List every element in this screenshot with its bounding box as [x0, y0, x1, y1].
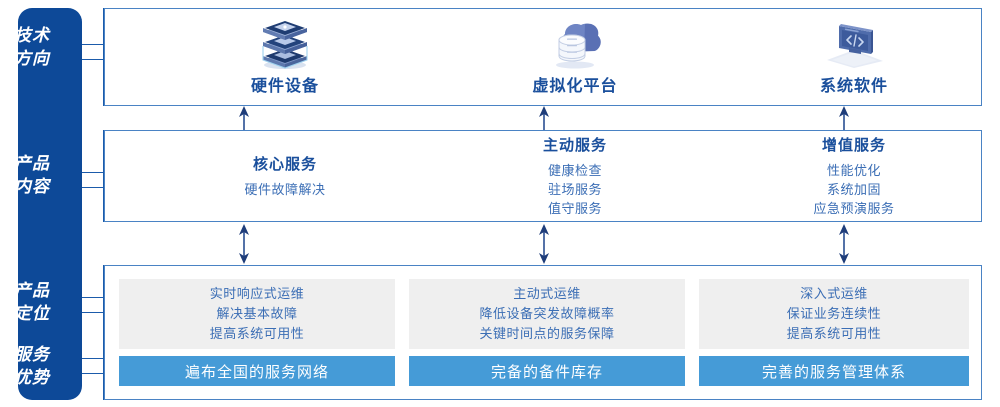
- arrow-updown-column1: [239, 224, 249, 264]
- connector-content-bottom: [82, 187, 104, 188]
- advantage-label-inventory: 完备的备件库存: [490, 363, 603, 381]
- product-content-panel: 核心服务 硬件故障解决 主动服务 健康检查 驻场服务 值守服务 增值服务 性能优…: [104, 130, 982, 222]
- advantage-label-network: 遍布全国的服务网络: [184, 363, 329, 381]
- sidebar-item-tech-direction[interactable]: 技术 方向: [0, 24, 64, 70]
- sidebar-item-product-position-line2: 定位: [14, 304, 50, 323]
- position-item-deep-0: 深入式运维: [800, 286, 868, 301]
- tech-label-hardware: 硬件设备: [250, 78, 319, 95]
- category-sidebar: [18, 8, 82, 400]
- advantage-bar-management[interactable]: 完善的服务管理体系: [699, 356, 969, 386]
- arrow-up-software: [839, 106, 849, 130]
- sidebar-item-product-content-line1: 产品: [14, 154, 50, 173]
- content-item-proactive-2: 值守服务: [547, 201, 602, 216]
- connector-position-top: [82, 297, 104, 298]
- position-item-proactive-0: 主动式运维: [513, 286, 581, 301]
- content-column-proactive[interactable]: 主动服务 健康检查 驻场服务 值守服务: [435, 131, 715, 221]
- arrow-updown-column3: [839, 224, 849, 264]
- position-card-deep[interactable]: 深入式运维 保证业务连续性 提高系统可用性: [699, 279, 969, 349]
- position-item-realtime-0: 实时响应式运维: [209, 286, 305, 301]
- tech-column-software[interactable]: 系统软件: [725, 9, 983, 105]
- connector-tech-top: [82, 44, 104, 45]
- content-title-valueadd: 增值服务: [821, 137, 886, 154]
- tech-label-software: 系统软件: [819, 78, 888, 95]
- tech-column-virtualization[interactable]: 虚拟化平台: [435, 9, 715, 105]
- position-card-realtime[interactable]: 实时响应式运维 解决基本故障 提高系统可用性: [119, 279, 395, 349]
- content-item-valueadd-2: 应急预演服务: [813, 201, 895, 216]
- connector-bottom-vertical: [103, 265, 104, 400]
- connector-tech-vertical: [103, 8, 104, 106]
- cloud-database-icon: [556, 23, 601, 69]
- position-item-deep-1: 保证业务连续性: [786, 306, 882, 321]
- connector-content-vertical: [103, 130, 104, 222]
- content-title-proactive: 主动服务: [542, 137, 607, 154]
- arrow-up-virtualization: [539, 106, 549, 130]
- sidebar-item-product-position[interactable]: 产品 定位: [0, 279, 64, 325]
- connector-tech-bottom: [82, 59, 104, 60]
- position-item-realtime-2: 提高系统可用性: [209, 326, 305, 341]
- position-card-proactive[interactable]: 主动式运维 降低设备突发故障概率 关键时间点的服务保障: [409, 279, 685, 349]
- content-item-valueadd-1: 系统加固: [826, 182, 881, 197]
- sidebar-item-tech-direction-line1: 技术: [14, 26, 50, 45]
- arrow-updown-column2: [539, 224, 549, 264]
- content-item-proactive-1: 驻场服务: [547, 182, 602, 197]
- content-title-core: 核心服务: [252, 156, 317, 173]
- sidebar-item-product-content-line2: 内容: [14, 177, 50, 196]
- position-item-deep-2: 提高系统可用性: [786, 326, 882, 341]
- content-item-valueadd-0: 性能优化: [826, 163, 881, 178]
- content-item-proactive-0: 健康检查: [547, 163, 602, 178]
- server-stack-icon: [262, 21, 308, 69]
- product-position-panel: 实时响应式运维 解决基本故障 提高系统可用性 主动式运维 降低设备突发故障概率 …: [104, 265, 982, 400]
- position-item-proactive-2: 关键时间点的服务保障: [479, 326, 615, 341]
- sidebar-item-service-advantage-line2: 优势: [14, 368, 50, 387]
- advantage-bar-inventory[interactable]: 完备的备件库存: [409, 356, 685, 386]
- position-item-realtime-1: 解决基本故障: [216, 306, 298, 321]
- advantage-label-management: 完善的服务管理体系: [761, 363, 906, 381]
- tech-label-virtualization: 虚拟化平台: [532, 78, 618, 95]
- connector-advantage-top: [82, 358, 104, 359]
- advantage-bar-network[interactable]: 遍布全国的服务网络: [119, 356, 395, 386]
- code-window-icon: [827, 24, 883, 68]
- sidebar-item-tech-direction-line2: 方向: [14, 49, 50, 68]
- connector-advantage-bottom: [82, 373, 104, 374]
- position-item-proactive-1: 降低设备突发故障概率: [479, 306, 615, 321]
- tech-column-hardware[interactable]: 硬件设备: [145, 9, 425, 105]
- tech-direction-panel: 硬件设备 虚拟化平台: [104, 8, 982, 106]
- connector-position-bottom: [82, 312, 104, 313]
- sidebar-item-service-advantage[interactable]: 服务 优势: [0, 343, 64, 389]
- sidebar-item-product-content[interactable]: 产品 内容: [0, 152, 64, 198]
- content-column-core[interactable]: 核心服务 硬件故障解决: [145, 131, 425, 221]
- sidebar-item-service-advantage-line1: 服务: [14, 345, 50, 364]
- connector-content-top: [82, 172, 104, 173]
- content-item-core-0: 硬件故障解决: [244, 182, 326, 197]
- content-column-valueadd[interactable]: 增值服务 性能优化 系统加固 应急预演服务: [725, 131, 983, 221]
- sidebar-item-product-position-line1: 产品: [14, 281, 50, 300]
- arrow-up-hardware: [239, 106, 249, 130]
